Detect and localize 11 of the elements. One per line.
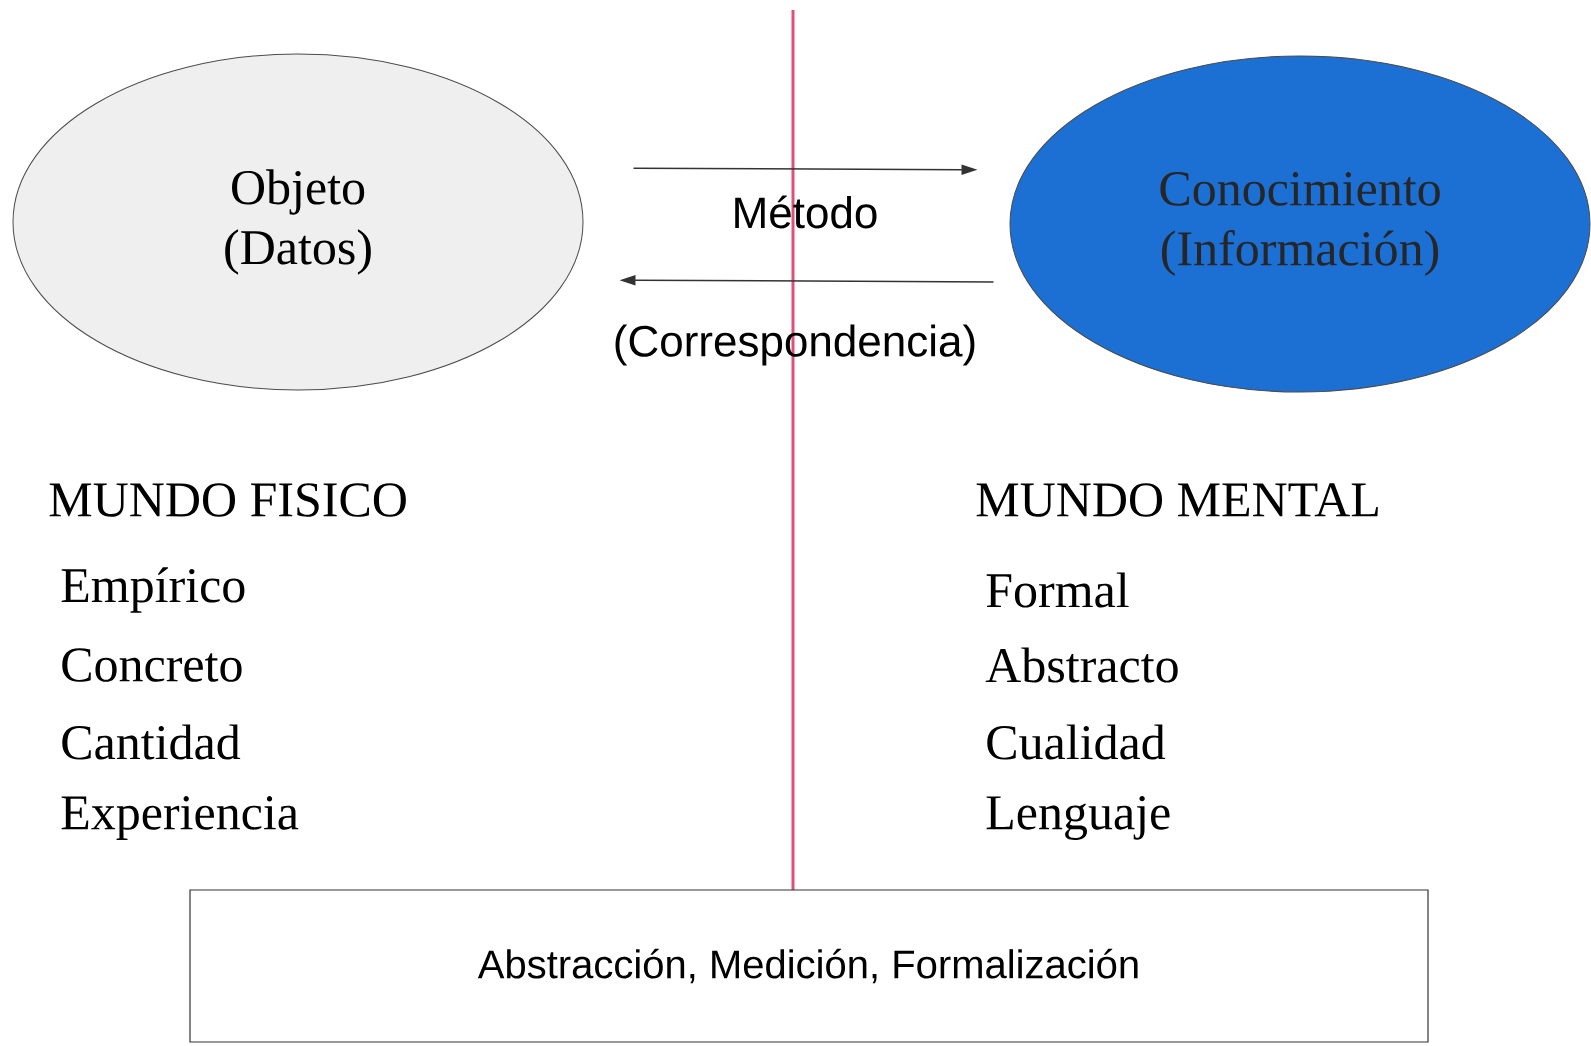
heading: MUNDO MENTAL [976,483,1378,517]
list-item: Experiencia [61,796,299,840]
list-item: Concreto [62,648,242,682]
list-item: Cualidad [987,724,1166,760]
list-item: Abstracto [985,647,1178,683]
list-item: Cantidad [62,724,241,760]
process-box: Abstracción, Medición, Formalización [189,889,1429,1043]
list-item: Lenguaje [986,796,1170,840]
heading: MUNDO FISICO [49,483,406,517]
list-item: Formal [986,572,1129,608]
list-item: Empírico [61,567,245,613]
